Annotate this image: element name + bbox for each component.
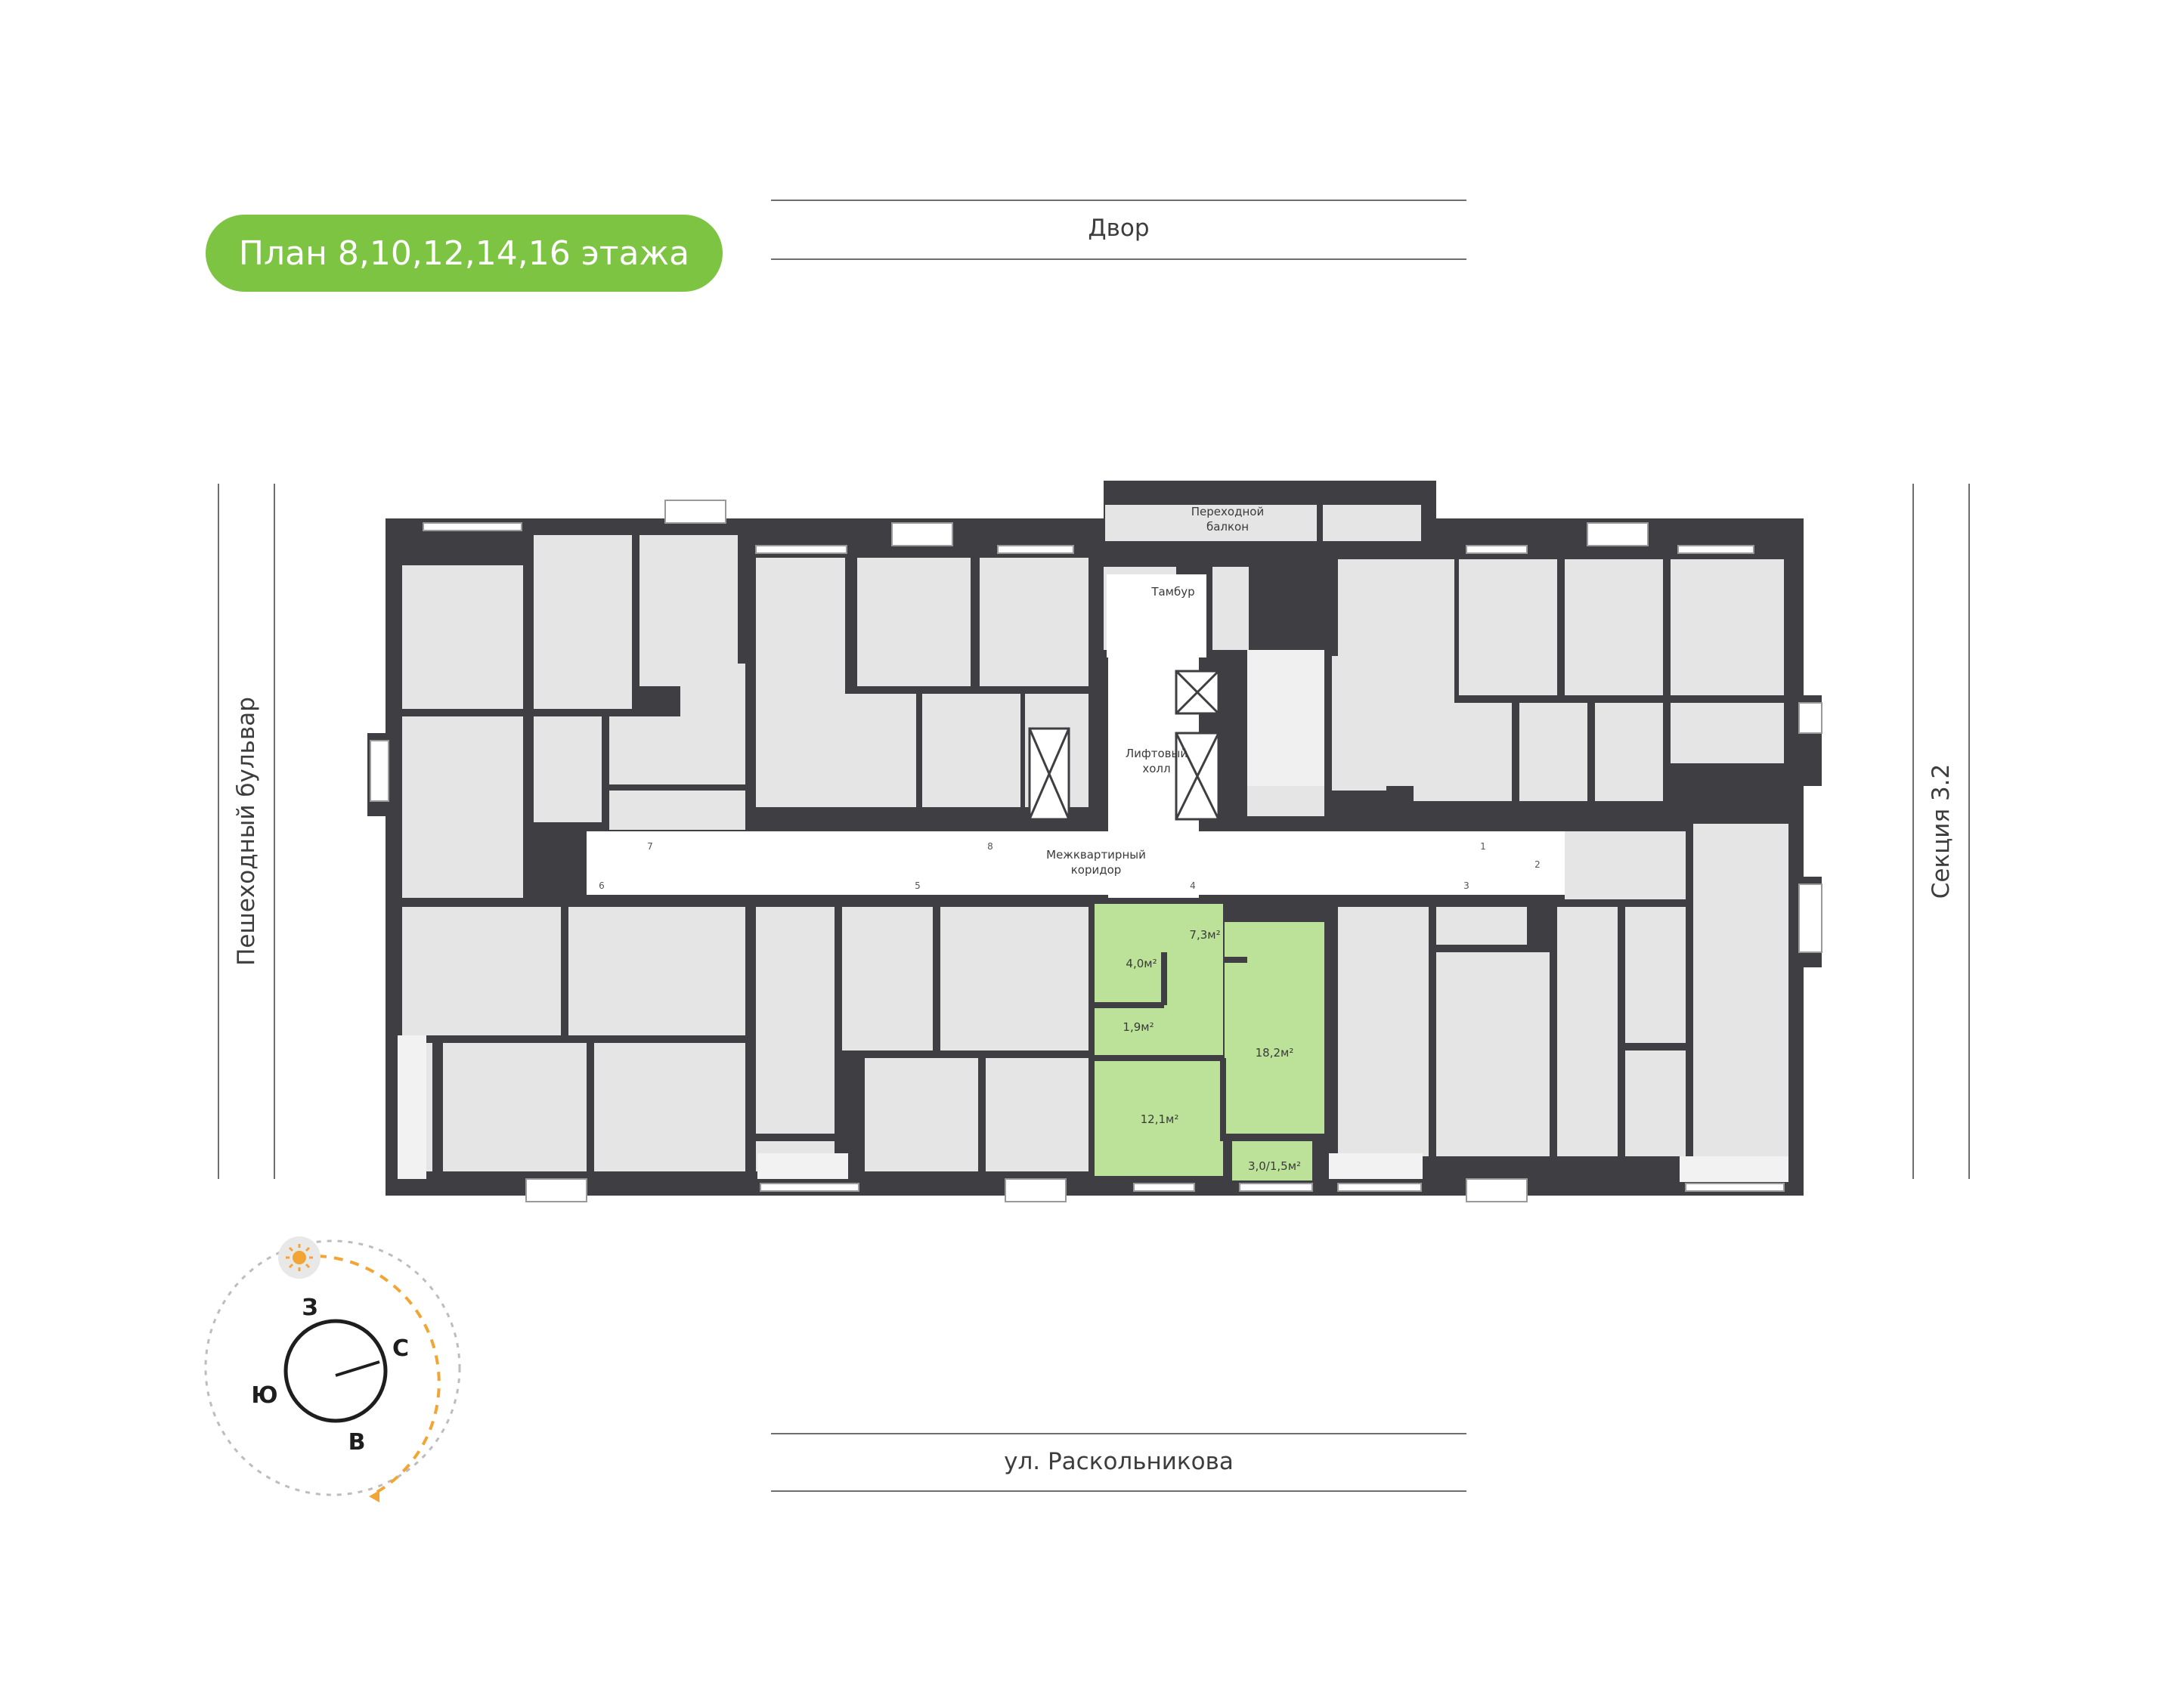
street-right: Секция 3.2 — [1912, 484, 1970, 1179]
street-top-label: Двор — [1088, 215, 1150, 242]
tambur-label: Тамбур — [1150, 585, 1194, 599]
elevators — [1028, 670, 1220, 821]
apartment-numbers: 1 2 3 4 5 6 7 8 — [599, 841, 1541, 891]
street-left: Пешеходный бульвар — [218, 484, 275, 1179]
balcony-label-2: балкон — [1206, 520, 1249, 534]
area-label-balcony: 3,0/1,5м² — [1248, 1159, 1301, 1173]
apt-number-7: 7 — [647, 841, 653, 852]
floor-title: План 8,10,12,14,16 этажа — [238, 234, 690, 273]
highlighted-apartment-walls — [1095, 952, 1247, 1141]
compass-east: В — [348, 1429, 366, 1456]
area-label-hall: 7,3м² — [1189, 928, 1220, 942]
area-label-living: 18,2м² — [1256, 1046, 1294, 1060]
public-area-labels: Переходной балкон Тамбур Лифтовый холл М… — [1046, 505, 1264, 877]
area-label-bath: 4,0м² — [1126, 957, 1157, 970]
corridor-label-2: коридор — [1071, 863, 1122, 877]
apt-number-1: 1 — [1480, 841, 1486, 852]
street-bottom: ул. Раскольникова — [771, 1433, 1466, 1492]
compass-west: З — [302, 1295, 317, 1321]
rooms — [398, 505, 1788, 1182]
compass-south: Ю — [251, 1382, 277, 1409]
apt-number-2: 2 — [1534, 859, 1541, 870]
street-bottom-label: ул. Раскольникова — [1004, 1448, 1234, 1475]
apt-number-8: 8 — [987, 841, 993, 852]
compass: З С Ю В — [204, 1236, 461, 1502]
area-label-wc: 1,9м² — [1123, 1020, 1154, 1034]
apt-number-5: 5 — [915, 880, 921, 891]
apt-number-6: 6 — [599, 880, 605, 891]
windows — [370, 500, 1822, 1202]
apt-number-3: 3 — [1463, 880, 1469, 891]
sun-icon — [278, 1236, 321, 1279]
area-labels: 7,3м² 4,0м² 1,9м² 18,2м² 12,1м² 3,0/1,5м… — [1123, 928, 1301, 1173]
hall-label-2: холл — [1142, 762, 1170, 775]
apt-number-4: 4 — [1190, 880, 1196, 891]
corridor-label-1: Межквартирный — [1046, 848, 1146, 862]
balcony-label-1: Переходной — [1191, 505, 1264, 518]
compass-north: С — [392, 1335, 409, 1362]
street-top: Двор — [771, 200, 1466, 260]
area-label-bedroom: 12,1м² — [1141, 1112, 1179, 1126]
hall-label-1: Лифтовый — [1126, 747, 1188, 760]
floor-title-badge: План 8,10,12,14,16 этажа — [206, 215, 723, 292]
